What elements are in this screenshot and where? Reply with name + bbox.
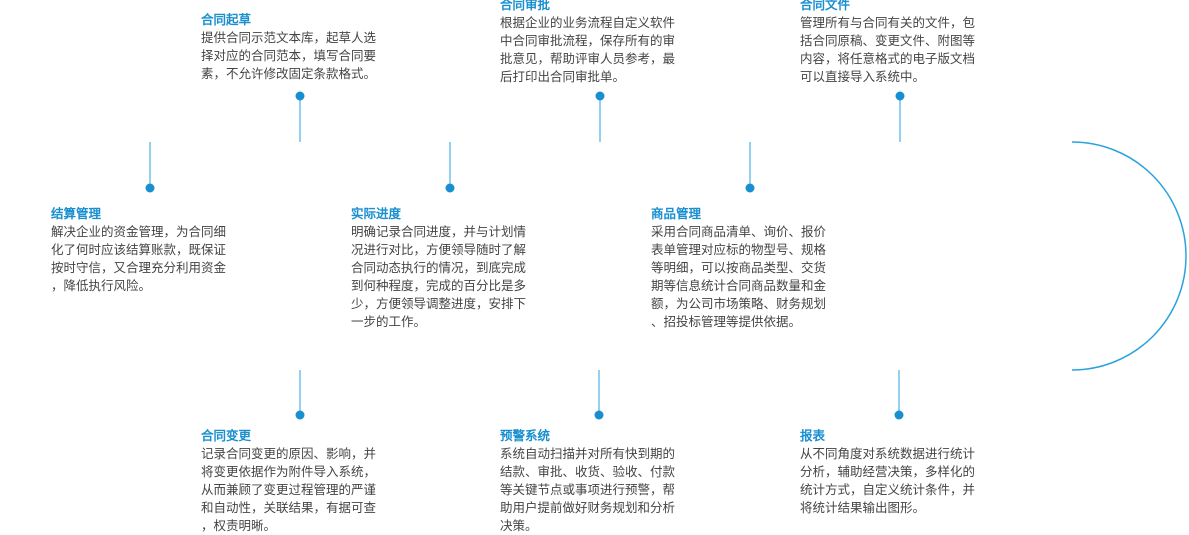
desc-line: 从不同角度对系统数据进行统计 (800, 446, 976, 461)
card-title: 报表 (800, 428, 826, 443)
card-desc: 从不同角度对系统数据进行统计 分析，辅助经营决策，多样化的 统计方式，自定义统计… (800, 445, 1015, 517)
node-warning (594, 410, 604, 420)
desc-line: 到何种程度，完成的百分比是多 (351, 278, 527, 293)
desc-line: 、招投标管理等提供依据。 (651, 314, 802, 329)
node-change (295, 410, 305, 420)
desc-line: 记录合同变更的原因、影响，并 (201, 446, 377, 461)
node-files (895, 91, 905, 101)
desc-line: 内容，将任意格式的电子版文档 (800, 51, 976, 66)
node-draft (295, 91, 305, 101)
node-approval (595, 91, 605, 101)
desc-line: ，权责明晰。 (201, 518, 277, 533)
card-goods: 商品管理 采用合同商品清单、询价、报价 表单管理对应标的物型号、规格 等明细，可… (651, 206, 866, 331)
desc-line: 助用户提前做好财务规划和分析 (500, 500, 676, 515)
desc-line: 从而兼顾了变更过程管理的严谨 (201, 482, 377, 497)
desc-line: 批意见，帮助评审人员参考，最 (500, 51, 676, 66)
card-desc: 管理所有与合同有关的文件，包 括合同原稿、变更文件、附图等 内容，将任意格式的电… (800, 14, 1015, 86)
desc-line: 明确记录合同进度，并与计划情 (351, 224, 527, 239)
desc-line: 结款、审批、收货、验收、付款 (500, 464, 676, 479)
card-warning: 预警系统 系统自动扫描并对所有快到期的 结款、审批、收货、验收、付款 等关键节点… (500, 428, 715, 535)
desc-line: 解决企业的资金管理，为合同细 (51, 224, 227, 239)
card-desc: 解决企业的资金管理，为合同细 化了何时应该结算账款，既保证 按时守信，又合理充分… (51, 223, 266, 295)
desc-line: 和自动性，关联结果，有据可查 (201, 500, 377, 515)
desc-line: 将变更依据作为附件导入系统， (201, 464, 377, 479)
node-goods (745, 183, 755, 193)
card-change: 合同变更 记录合同变更的原因、影响，并 将变更依据作为附件导入系统， 从而兼顾了… (201, 428, 416, 535)
desc-line: 合同动态执行的情况，到底完成 (351, 260, 527, 275)
timeline-curve (1071, 141, 1187, 371)
desc-line: 表单管理对应标的物型号、规格 (651, 242, 827, 257)
desc-line: 分析，辅助经营决策，多样化的 (800, 464, 976, 479)
node-settlement (145, 183, 155, 193)
desc-line: 一步的工作。 (351, 314, 427, 329)
card-desc: 采用合同商品清单、询价、报价 表单管理对应标的物型号、规格 等明细，可以按商品类… (651, 223, 866, 331)
desc-line: 括合同原稿、变更文件、附图等 (800, 33, 976, 48)
card-title: 合同文件 (800, 0, 851, 12)
desc-line: 等明细，可以按商品类型、交货 (651, 260, 827, 275)
desc-line: 化了何时应该结算账款，既保证 (51, 242, 227, 257)
desc-line: ，降低执行风险。 (51, 278, 152, 293)
card-settlement: 结算管理 解决企业的资金管理，为合同细 化了何时应该结算账款，既保证 按时守信，… (51, 206, 266, 295)
desc-line: 期等信息统计合同商品数量和金 (651, 278, 827, 293)
card-progress: 实际进度 明确记录合同进度，并与计划情 况进行对比，方便领导随时了解 合同动态执… (351, 206, 566, 331)
card-desc: 记录合同变更的原因、影响，并 将变更依据作为附件导入系统， 从而兼顾了变更过程管… (201, 445, 416, 535)
card-title: 商品管理 (651, 206, 702, 221)
desc-line: 提供合同示范文本库，起草人选 (201, 30, 377, 45)
card-desc: 根据企业的业务流程自定义软件 中合同审批流程，保存所有的审 批意见，帮助评审人员… (500, 14, 715, 86)
card-desc: 提供合同示范文本库，起草人选 择对应的合同范本，填写合同要 素，不允许修改固定条… (201, 29, 416, 83)
card-files: 合同文件 管理所有与合同有关的文件，包 括合同原稿、变更文件、附图等 内容，将任… (800, 0, 1015, 86)
node-report (894, 410, 904, 420)
card-title: 合同审批 (500, 0, 551, 12)
desc-line: 管理所有与合同有关的文件，包 (800, 15, 976, 30)
desc-line: 况进行对比，方便领导随时了解 (351, 242, 527, 257)
card-desc: 明确记录合同进度，并与计划情 况进行对比，方便领导随时了解 合同动态执行的情况，… (351, 223, 566, 331)
desc-line: 采用合同商品清单、询价、报价 (651, 224, 827, 239)
card-title: 合同变更 (201, 428, 252, 443)
desc-line: 根据企业的业务流程自定义软件 (500, 15, 676, 30)
desc-line: 素，不允许修改固定条款格式。 (201, 66, 377, 81)
desc-line: 按时守信，又合理充分利用资金 (51, 260, 227, 275)
card-approval: 合同审批 根据企业的业务流程自定义软件 中合同审批流程，保存所有的审 批意见，帮… (500, 0, 715, 86)
card-draft: 合同起草 提供合同示范文本库，起草人选 择对应的合同范本，填写合同要 素，不允许… (201, 12, 416, 83)
desc-line: 额，为公司市场策略、财务规划 (651, 296, 827, 311)
card-desc: 系统自动扫描并对所有快到期的 结款、审批、收货、验收、付款 等关键节点或事项进行… (500, 445, 715, 535)
desc-line: 择对应的合同范本，填写合同要 (201, 48, 377, 63)
card-title: 结算管理 (51, 206, 102, 221)
desc-line: 统计方式，自定义统计条件，并 (800, 482, 976, 497)
card-title: 预警系统 (500, 428, 551, 443)
desc-line: 少，方便领导调整进度，安排下 (351, 296, 527, 311)
card-report: 报表 从不同角度对系统数据进行统计 分析，辅助经营决策，多样化的 统计方式，自定… (800, 428, 1015, 517)
desc-line: 将统计结果输出图形。 (800, 500, 926, 515)
desc-line: 系统自动扫描并对所有快到期的 (500, 446, 676, 461)
desc-line: 中合同审批流程，保存所有的审 (500, 33, 676, 48)
node-progress (445, 183, 455, 193)
desc-line: 可以直接导入系统中。 (800, 69, 926, 84)
card-title: 实际进度 (351, 206, 402, 221)
card-title: 合同起草 (201, 12, 252, 27)
desc-line: 后打印出合同审批单。 (500, 69, 626, 84)
desc-line: 决策。 (500, 518, 538, 533)
desc-line: 等关键节点或事项进行预警，帮 (500, 482, 676, 497)
